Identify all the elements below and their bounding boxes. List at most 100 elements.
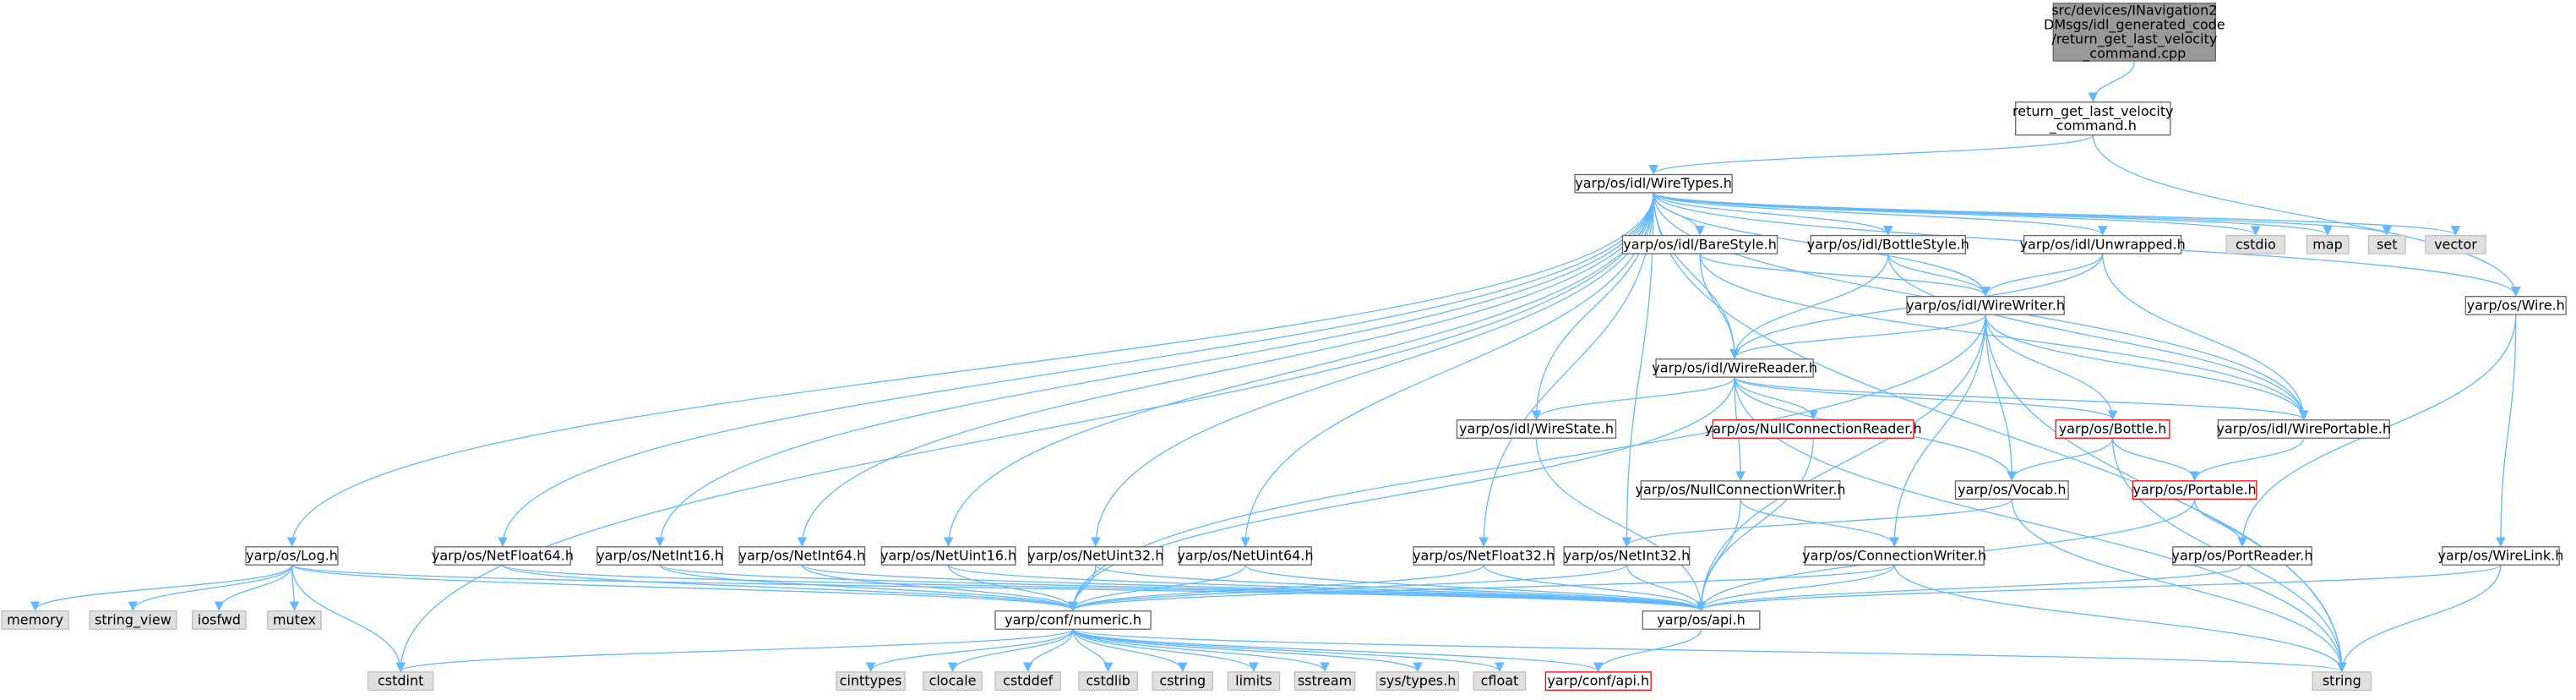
edge-wiretypes-to-unwrapped — [1653, 192, 2108, 236]
node-bottle[interactable]: yarp/os/Bottle.h — [2055, 419, 2170, 439]
node-cstring[interactable]: cstring — [1152, 671, 1214, 691]
node-label: yarp/os/Vocab.h — [1958, 482, 2066, 498]
node-barestyle[interactable]: yarp/os/idl/BareStyle.h — [1621, 234, 1778, 254]
node-nullconnreader[interactable]: yarp/os/NullConnectionReader.h — [1705, 419, 1922, 439]
node-root[interactable]: src/devices/INavigation2DMsgs/idl_genera… — [2044, 2, 2225, 62]
node-label: src/devices/INavigation2 — [2051, 2, 2217, 18]
edge-netint64-to-api — [801, 564, 1706, 611]
node-label: set — [2377, 236, 2397, 252]
node-label: yarp/os/idl/WireTypes.h — [1575, 175, 1732, 191]
node-cstdint[interactable]: cstdint — [367, 671, 434, 691]
node-wirelink[interactable]: yarp/os/WireLink.h — [2437, 546, 2563, 566]
edge-netuint16-to-numeric — [947, 565, 1078, 611]
node-label: yarp/os/NetFloat32.h — [1413, 548, 1555, 564]
edge-wirewriter-to-wirereader — [1729, 314, 1986, 359]
node-box — [1027, 546, 1163, 566]
node-box — [1804, 546, 1985, 566]
node-memory[interactable]: memory — [1, 610, 69, 630]
node-bottlestyle[interactable]: yarp/os/idl/BottleStyle.h — [1807, 234, 1969, 254]
node-rglv-h[interactable]: return_get_last_velocity_command.h — [2012, 101, 2174, 136]
node-label: yarp/os/api.h — [1657, 612, 1745, 628]
node-netfloat32[interactable]: yarp/os/NetFloat32.h — [1413, 546, 1555, 566]
node-label: yarp/os/ConnectionWriter.h — [1802, 548, 1986, 564]
node-wireportable[interactable]: yarp/os/idl/WirePortable.h — [2217, 419, 2392, 439]
node-label: yarp/os/idl/BottleStyle.h — [1807, 236, 1969, 252]
edge-wiretypes-to-netfloat32 — [1479, 192, 1654, 547]
edge-wirewriter-to-connwriter — [1889, 314, 1986, 547]
node-box — [1078, 671, 1138, 691]
edge-netint16-to-api — [659, 564, 1706, 611]
node-label: cstdio — [2236, 236, 2276, 252]
node-nullconnwriter[interactable]: yarp/os/NullConnectionWriter.h — [1636, 480, 1846, 500]
node-label: yarp/os/Log.h — [246, 548, 338, 564]
node-box — [1227, 671, 1281, 691]
node-api[interactable]: yarp/os/api.h — [1642, 610, 1761, 630]
node-mutex[interactable]: mutex — [267, 610, 322, 630]
node-wiretypes[interactable]: yarp/os/idl/WireTypes.h — [1574, 173, 1733, 194]
node-string-view[interactable]: string_view — [89, 610, 177, 630]
node-box — [2132, 480, 2257, 500]
node-netint16[interactable]: yarp/os/NetInt16.h — [596, 546, 723, 566]
node-unwrapped[interactable]: yarp/os/idl/Unwrapped.h — [2020, 234, 2186, 254]
node-vector[interactable]: vector — [2425, 234, 2486, 254]
node-box — [1375, 671, 1460, 691]
node-clocale[interactable]: clocale — [923, 671, 983, 691]
node-iosfwd[interactable]: iosfwd — [192, 610, 247, 630]
node-label: yarp/os/NetInt16.h — [596, 548, 723, 564]
edge-bottlestyle-to-wirewriter — [1887, 253, 1991, 297]
node-netuint64[interactable]: yarp/os/NetUint64.h — [1177, 546, 1314, 566]
node-netuint16[interactable]: yarp/os/NetUint16.h — [880, 546, 1016, 566]
node-confapi[interactable]: yarp/conf/api.h — [1544, 671, 1652, 691]
node-connwriter[interactable]: yarp/os/ConnectionWriter.h — [1802, 546, 1986, 566]
node-log[interactable]: yarp/os/Log.h — [245, 546, 339, 566]
node-sstream[interactable]: sstream — [1293, 671, 1356, 691]
edge-bottlestyle-to-wireportable — [1887, 254, 2309, 420]
node-wire[interactable]: yarp/os/Wire.h — [2464, 296, 2567, 315]
edge-nullconnwriter-to-api — [1696, 499, 1741, 611]
node-label: yarp/os/NetInt64.h — [738, 548, 865, 564]
node-portable[interactable]: yarp/os/Portable.h — [2132, 480, 2257, 500]
node-vocab[interactable]: yarp/os/Vocab.h — [1954, 480, 2069, 500]
node-wirestate[interactable]: yarp/os/idl/WireState.h — [1456, 419, 1617, 439]
edge-connwriter-to-string — [1893, 565, 2347, 673]
node-wirereader[interactable]: yarp/os/idl/WireReader.h — [1652, 358, 1817, 378]
node-netfloat64[interactable]: yarp/os/NetFloat64.h — [432, 546, 574, 566]
edge-wirewriter-to-wireportable — [1985, 314, 2309, 420]
node-portreader[interactable]: yarp/os/PortReader.h — [2172, 546, 2313, 566]
node-label: cstring — [1159, 673, 1206, 689]
node-limits[interactable]: limits — [1227, 671, 1281, 691]
edge-numeric-to-cfloat — [1072, 628, 1505, 673]
edge-netfloat64-to-numeric — [502, 564, 1078, 611]
node-cinttypes[interactable]: cinttypes — [836, 671, 906, 691]
edge-wirelink-to-api — [1696, 564, 2502, 611]
node-netint64[interactable]: yarp/os/NetInt64.h — [738, 546, 866, 566]
node-cstdlib[interactable]: cstdlib — [1078, 671, 1138, 691]
node-numeric[interactable]: yarp/conf/numeric.h — [994, 610, 1152, 630]
edge-wiretypes-to-bottlestyle — [1653, 192, 1893, 236]
node-wirewriter[interactable]: yarp/os/idl/WireWriter.h — [1906, 296, 2065, 315]
node-box — [434, 546, 571, 566]
node-label: map — [2312, 236, 2343, 252]
edge-wiretypes-to-netfloat64 — [498, 192, 1654, 547]
edge-netfloat32-to-numeric — [1068, 564, 1484, 611]
node-string[interactable]: string — [2312, 671, 2372, 691]
edge-numeric-to-systypes — [1072, 628, 1423, 673]
edge-wirelink-to-string — [2337, 565, 2502, 673]
node-box — [1544, 671, 1652, 691]
edge-wiretypes-to-cstdint — [395, 192, 1654, 673]
node-label: yarp/os/NetUint16.h — [880, 548, 1016, 564]
node-cstdio[interactable]: cstdio — [2225, 234, 2286, 254]
node-label: yarp/os/idl/WireState.h — [1459, 421, 1614, 437]
node-cstddef[interactable]: cstddef — [994, 671, 1061, 691]
node-set[interactable]: set — [2367, 234, 2406, 254]
node-box — [1640, 480, 1841, 500]
node-systypes[interactable]: sys/types.h — [1375, 671, 1460, 691]
node-box — [2023, 234, 2182, 254]
node-cfloat[interactable]: cfloat — [1473, 671, 1527, 691]
node-map[interactable]: map — [2306, 234, 2350, 254]
node-netint32[interactable]: yarp/os/NetInt32.h — [1563, 546, 1691, 566]
node-label: yarp/os/NetUint32.h — [1027, 548, 1163, 564]
edge-log-to-api — [291, 564, 1706, 611]
node-netuint32[interactable]: yarp/os/NetUint32.h — [1027, 546, 1163, 566]
edge-wiretypes-to-wirestate — [1531, 192, 1654, 420]
